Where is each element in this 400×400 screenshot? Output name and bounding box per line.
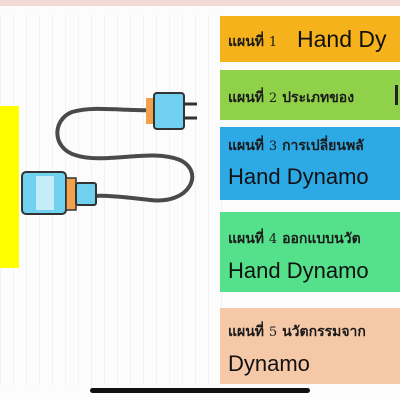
plan-number: 4 — [268, 232, 278, 247]
plan-number: 5 — [268, 325, 278, 340]
plan-card-3[interactable]: แผนที่ 3 การเปลี่ยนพลั Hand Dynamo — [220, 127, 400, 200]
plan-card-1-bg — [220, 16, 400, 62]
top-strip — [0, 0, 400, 6]
plan-word: แผนที่ — [228, 231, 265, 247]
yellow-panel — [0, 106, 19, 268]
plan-word: แผนที่ — [228, 138, 265, 154]
plan-card-4-label: แผนที่ 4 ออกแบบนวัต — [228, 228, 361, 250]
plan-number: 2 — [268, 91, 278, 106]
plan-rest: นวัตกรรมจาก — [282, 324, 366, 340]
plan-number: 1 — [268, 35, 278, 50]
plan-rest: ออกแบบนวัต — [282, 231, 361, 247]
plan-word: แผนที่ — [228, 34, 265, 50]
usb-cable-icon — [21, 92, 197, 215]
plan-card-3-title: Hand Dynamo — [228, 164, 369, 189]
plan-card-5-title: Dynamo — [228, 351, 310, 376]
plan-card-2[interactable]: แผนที่ 2 ประเภทของ — [220, 70, 400, 120]
plan-word: แผนที่ — [228, 324, 265, 340]
plan-card-3-bg — [220, 127, 400, 200]
plan-card-5-bg — [220, 308, 400, 384]
plan-number: 3 — [268, 139, 278, 154]
plan-rest: ประเภทของ — [282, 90, 355, 106]
plan-card-2-overflow-mark — [395, 85, 398, 105]
plan-card-1[interactable]: แผนที่ 1 Hand Dy — [220, 16, 400, 62]
home-indicator[interactable] — [90, 388, 310, 393]
plan-card-5[interactable]: แผนที่ 5 นวัตกรรมจาก Dynamo — [220, 308, 400, 384]
plan-card-4[interactable]: แผนที่ 4 ออกแบบนวัต Hand Dynamo — [220, 212, 400, 292]
plan-card-4-bg — [220, 212, 400, 292]
plan-rest: การเปลี่ยนพลั — [282, 138, 364, 154]
plan-card-5-label: แผนที่ 5 นวัตกรรมจาก — [228, 321, 366, 343]
plan-word: แผนที่ — [228, 90, 265, 106]
plan-card-2-label: แผนที่ 2 ประเภทของ — [228, 87, 354, 109]
plan-card-1-title: Hand Dy — [297, 26, 387, 52]
plan-card-1-label: แผนที่ 1 — [228, 31, 277, 53]
plan-card-2-bg — [220, 70, 400, 120]
plan-card-3-label: แผนที่ 3 การเปลี่ยนพลั — [228, 135, 364, 157]
plan-card-4-title: Hand Dynamo — [228, 258, 369, 283]
